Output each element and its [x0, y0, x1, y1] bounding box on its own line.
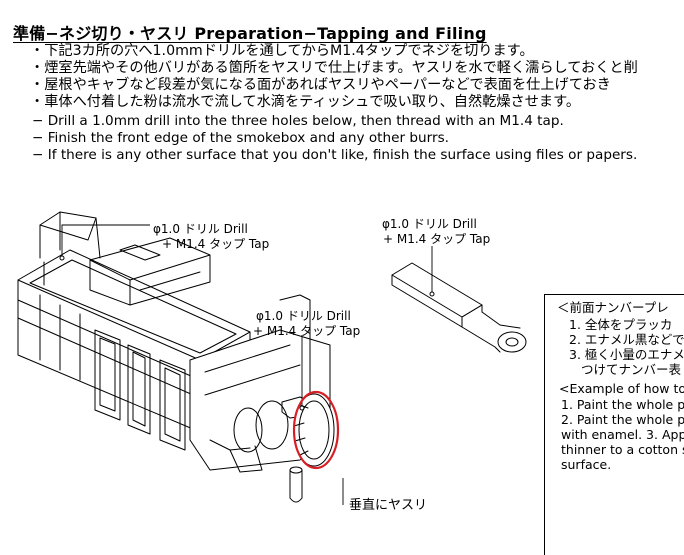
callout-drill-1-line1: φ1.0 ドリル Drill: [153, 222, 248, 236]
callout-leaders: [61, 224, 433, 505]
smokebox-front: [293, 393, 335, 467]
callout-drill-1-line2: + M1.4 タップ Tap: [162, 237, 270, 251]
numberplate-en-line-5: surface.: [561, 457, 612, 472]
numberplate-en-line-1: 1. Paint the whole p: [561, 397, 684, 412]
page-title: 準備−ネジ切り・ヤスリ Preparation−Tapping and Fili…: [13, 24, 487, 43]
cab-windows: [94, 329, 186, 451]
body-outline: [17, 249, 251, 433]
smokebox-stand: [289, 466, 303, 503]
instruction-jp-rinse: ・車体へ付着した粉は流水で流して水滴をティッシュで吸い取り、自然乾燥させます。: [30, 94, 581, 110]
numberplate-jp-step-3-cont: つけてナンバー表: [581, 362, 682, 377]
numberplate-en-line-2: 2. Paint the whole p: [561, 412, 684, 427]
numberplate-heading: ＜前面ナンバープレ: [557, 300, 669, 315]
instruction-jp-drill: ・下記3カ所の穴へ1.0mmドリルを通してからM1.4タップでネジを切ります。: [30, 43, 534, 59]
locomotive-body-drawing: [17, 211, 684, 513]
coupling-rod-part: [391, 262, 527, 353]
callout-drill-2-line1: φ1.0 ドリル Drill: [256, 309, 351, 323]
instruction-jp-finish-surface: ・屋根やキャブなど段差が気になる面があればヤスリやペーパーなどで表面を仕上げてお…: [30, 77, 611, 93]
instruction-jp-file-burrs: ・煙室先端やその他バリがある箇所をヤスリで仕上げます。ヤスリを水で軽く濡らしてお…: [30, 60, 638, 76]
numberplate-instructions-box: ＜前面ナンバープレ 1. 全体をプラッカ 2. エナメル黒などで 3. 極く小量…: [544, 294, 684, 555]
file-edge-highlight: [292, 390, 340, 470]
numberplate-en-line-3: with enamel. 3. Appl: [561, 427, 684, 442]
instruction-en-file-burrs: − Finish the front edge of the smokebox …: [32, 130, 449, 146]
numberplate-jp-step-3: 3. 極く小量のエナメ: [569, 347, 684, 362]
numberplate-en-line-4: thinner to a cotton s: [561, 442, 684, 457]
callout-drill-3-line1: φ1.0 ドリル Drill: [382, 217, 477, 231]
callout-drill-2-line2: + M1.4 タップ Tap: [253, 324, 361, 338]
numberplate-jp-step-2: 2. エナメル黒などで: [569, 332, 684, 347]
instruction-en-drill: − Drill a 1.0mm drill into the three hol…: [32, 113, 564, 129]
instruction-en-finish-surface: − If there is any other surface that you…: [32, 147, 638, 163]
numberplate-jp-step-1: 1. 全体をプラッカ: [569, 317, 673, 332]
callout-drill-3-line2: + M1.4 タップ Tap: [383, 232, 491, 246]
numberplate-en-heading: <Example of how to: [559, 381, 684, 396]
callout-file-vertical: 垂直にヤスリ: [349, 498, 428, 513]
